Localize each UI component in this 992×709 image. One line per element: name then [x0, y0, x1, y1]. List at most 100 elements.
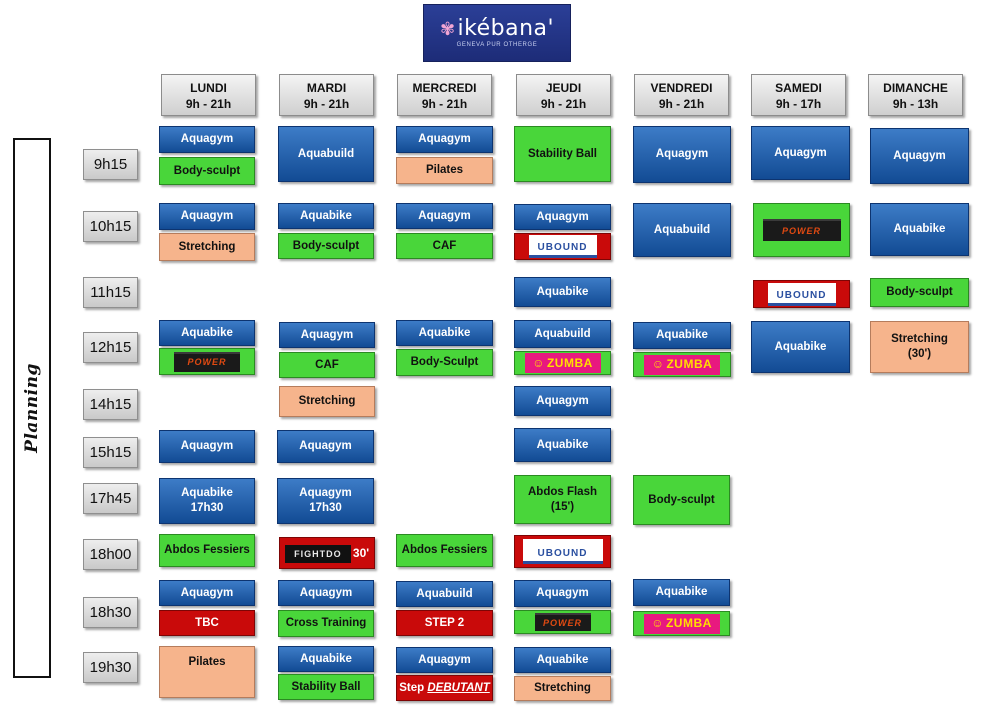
course-box[interactable]: Aquabuild: [514, 320, 611, 348]
course-duration: (15'): [550, 500, 575, 513]
zumba-course[interactable]: ☺ZUMBA: [633, 611, 730, 636]
course-box[interactable]: Body-Sculpt: [396, 349, 493, 376]
power-course[interactable]: POWER: [514, 610, 611, 634]
course-box[interactable]: Aquagym: [159, 126, 255, 153]
course-box[interactable]: Aquabike: [514, 647, 611, 673]
power-course[interactable]: POWER: [159, 348, 255, 375]
course-box[interactable]: TBC: [159, 610, 255, 636]
course-box[interactable]: Abdos Flash (15'): [514, 475, 611, 524]
course-box[interactable]: Aquabike 17h30: [159, 478, 255, 524]
course-box[interactable]: STEP 2: [396, 610, 493, 636]
course-box[interactable]: Aquagym: [159, 203, 255, 230]
course-box[interactable]: Aquagym: [514, 580, 611, 607]
course-box[interactable]: Aquagym: [277, 430, 374, 463]
ikebana-logo: ✾ikébana' GENEVA PUR OTHERGE: [423, 4, 571, 62]
course-box[interactable]: Body-sculpt: [278, 233, 374, 259]
course-box[interactable]: Pilates: [159, 646, 255, 698]
zumba-logo: ZUMBA: [546, 355, 593, 370]
course-box[interactable]: Aquagym: [279, 322, 375, 348]
ubound-course[interactable]: UBOUND: [753, 280, 850, 308]
ubound-logo: UBOUND: [522, 539, 603, 564]
flower-icon: ✾: [439, 19, 456, 40]
time-label: 15h15: [83, 437, 138, 468]
course-box[interactable]: CAF: [396, 233, 493, 259]
course-box[interactable]: Aquagym: [278, 580, 374, 606]
zumba-logo: ZUMBA: [665, 616, 712, 630]
course-box[interactable]: Aquabike: [870, 203, 969, 256]
course-box[interactable]: Body-sculpt: [870, 278, 969, 307]
ubound-logo: UBOUND: [528, 235, 597, 258]
course-box[interactable]: Pilates: [396, 157, 493, 184]
time-label: 10h15: [83, 211, 138, 242]
power-course[interactable]: POWER: [753, 203, 850, 257]
fightdo-logo: FIGHTDO: [284, 543, 351, 563]
course-box[interactable]: Aquagym: [396, 647, 493, 673]
zumba-icon: ☺: [651, 616, 664, 630]
course-box[interactable]: Aquabike: [633, 579, 730, 606]
course-duration: 30': [352, 545, 370, 560]
course-box[interactable]: Aquagym: [870, 128, 969, 184]
course-box[interactable]: Aquagym: [633, 126, 731, 183]
course-box[interactable]: Aquagym: [396, 126, 493, 153]
course-box[interactable]: Aquabike: [751, 321, 850, 373]
logo-subtitle: GENEVA PUR OTHERGE: [456, 42, 538, 48]
course-box[interactable]: CAF: [279, 352, 375, 378]
course-box[interactable]: Aquabuild: [278, 126, 374, 182]
course-box[interactable]: Aquabuild: [633, 203, 731, 257]
course-box[interactable]: Aquabike: [278, 203, 374, 229]
course-box[interactable]: Aquabike: [159, 320, 255, 346]
course-box[interactable]: Stretching (30'): [870, 321, 969, 373]
course-name: Aquabike: [181, 487, 233, 499]
course-box[interactable]: Aquagym: [159, 430, 255, 463]
course-box[interactable]: Aquabike: [396, 320, 493, 346]
course-box[interactable]: Abdos Fessiers: [396, 534, 493, 567]
course-time: 17h30: [309, 502, 342, 514]
course-box[interactable]: Stretching: [279, 386, 375, 417]
course-box[interactable]: Aquagym: [514, 386, 611, 416]
course-box[interactable]: Aquagym: [514, 204, 611, 230]
course-box[interactable]: Body-sculpt: [159, 157, 255, 185]
course-box[interactable]: Stability Ball: [278, 674, 374, 700]
course-level: DEBUTANT: [427, 681, 490, 694]
zumba-course[interactable]: ☺ZUMBA: [633, 352, 731, 377]
ubound-logo: UBOUND: [767, 282, 836, 306]
zumba-course[interactable]: ☺ZUMBA: [514, 351, 611, 375]
course-box[interactable]: Aquabike: [514, 428, 611, 462]
zumba-icon: ☺: [532, 355, 545, 370]
course-box[interactable]: Stretching: [159, 233, 255, 261]
ubound-course[interactable]: UBOUND: [514, 535, 611, 568]
course-box[interactable]: Step DEBUTANT: [396, 675, 493, 701]
course-box[interactable]: Aquagym: [159, 580, 255, 606]
course-box[interactable]: Aquagym: [396, 203, 493, 229]
course-name: Aquagym: [299, 487, 352, 499]
course-box[interactable]: Aquabike: [514, 277, 611, 307]
course-box[interactable]: Cross Training: [278, 610, 374, 637]
logo-brand: ikébana': [457, 16, 555, 41]
power-logo: POWER: [534, 613, 591, 631]
planning-label: Planning: [22, 363, 42, 453]
course-box[interactable]: Stretching: [514, 676, 611, 701]
time-label: 9h15: [83, 149, 138, 180]
course-box[interactable]: Stability Ball: [514, 126, 611, 182]
course-box[interactable]: Aquabuild: [396, 581, 493, 607]
time-label: 18h00: [83, 539, 138, 570]
course-box[interactable]: Aquabike: [633, 322, 731, 349]
power-logo: POWER: [174, 351, 240, 372]
ubound-course[interactable]: UBOUND: [514, 233, 611, 260]
course-name: Abdos Flash: [527, 485, 597, 498]
course-box[interactable]: Aquagym: [751, 126, 850, 180]
course-box[interactable]: Abdos Fessiers: [159, 534, 255, 567]
course-duration: (30'): [907, 348, 932, 360]
course-box[interactable]: Aquagym 17h30: [277, 478, 374, 524]
course-box[interactable]: Aquabike: [278, 646, 374, 672]
course-box[interactable]: Body-sculpt: [633, 475, 730, 525]
fightdo-course[interactable]: FIGHTDO 30': [279, 537, 375, 569]
time-label: 18h30: [83, 597, 138, 628]
time-label: 11h15: [83, 277, 138, 308]
